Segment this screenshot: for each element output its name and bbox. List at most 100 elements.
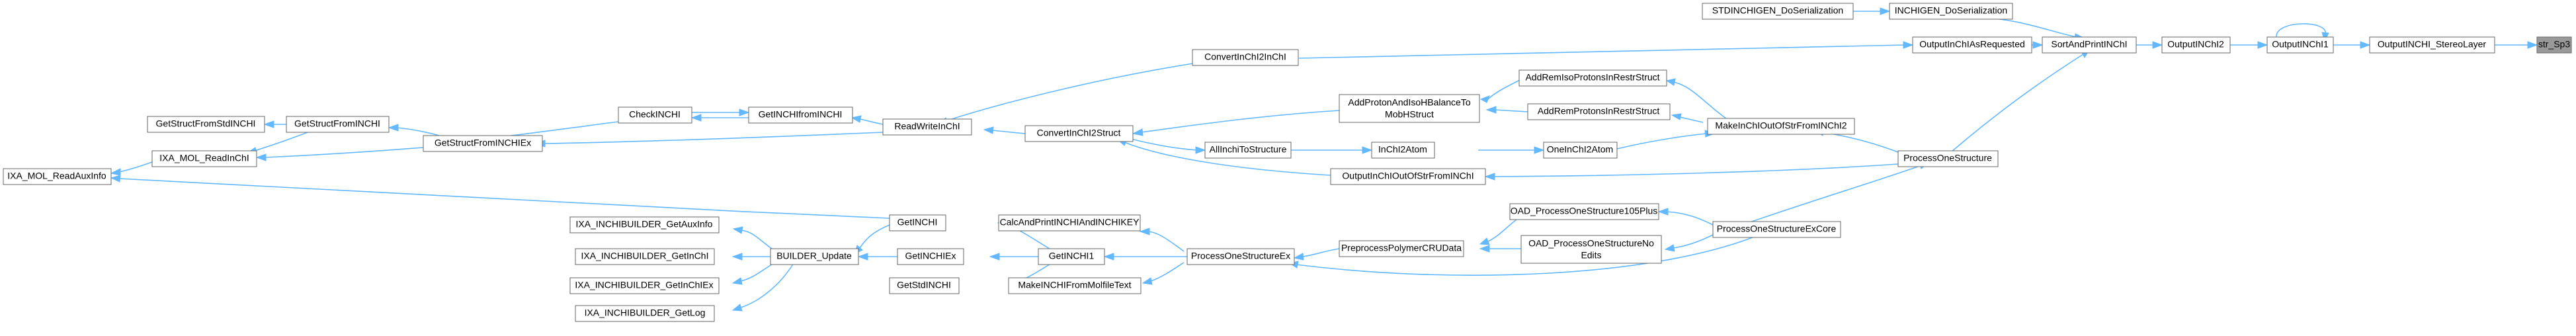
node-ixa-mol-readinchi[interactable]: IXA_MOL_ReadInChI [151, 150, 257, 167]
node-label: OutputInChIOutOfStrFromINChI [1342, 171, 1474, 181]
node-stdinchigen-doserialization[interactable]: STDINCHIGEN_DoSerialization [1702, 3, 1854, 20]
node-processonestructureex[interactable]: ProcessOneStructureEx [1186, 248, 1295, 265]
node-oad-processonestructurenoedits[interactable]: OAD_ProcessOneStructureNo Edits [1520, 235, 1662, 264]
edge-oneinchi2atom-to-makeinchioutofstrfrominchi2 [1616, 130, 1716, 149]
node-label: GetINCHIfromINCHI [759, 109, 843, 120]
node-sortandprintinchi[interactable]: SortAndPrintINChI [2042, 36, 2137, 54]
node-ixa-inchibuilder-getinchiex[interactable]: IXA_INCHIBUILDER_GetInChIEx [569, 277, 720, 294]
node-label: str_Sp3 [2538, 39, 2570, 50]
node-label: GetINCHI [897, 217, 938, 228]
edge-outputinchi1-to-outputinchi-stereolayer [2333, 41, 2371, 49]
node-label: AddRemProtonsInRestrStruct [1538, 106, 1660, 116]
node-inchi2atom[interactable]: InChI2Atom [1371, 142, 1435, 159]
node-label: BUILDER_Update [776, 251, 852, 261]
node-label: GetStdINCHI [897, 280, 951, 290]
node-getstructfrominchi[interactable]: GetStructFromINCHI [286, 116, 390, 133]
node-getinchi1[interactable]: GetINCHI1 [1038, 248, 1105, 265]
node-label: ProcessOneStructure [1903, 153, 1992, 163]
node-label: IXA_MOL_ReadInChI [159, 153, 249, 163]
edge-stdinchigen-doserialization-to-inchigen-doserialization [1853, 7, 1891, 15]
node-label: ProcessOneStructureExCore [1717, 224, 1837, 234]
node-label: MakeInChIOutOfStrFromINChI2 [1715, 120, 1847, 131]
node-addremisoprotonsinrestrstruct[interactable]: AddRemIsoProtonsInRestrStruct [1518, 69, 1667, 87]
node-getinchiex[interactable]: GetINCHIEx [897, 248, 964, 265]
node-outputinchi2[interactable]: OutputINChI2 [2161, 36, 2231, 54]
node-label: GetINCHI1 [1049, 251, 1095, 261]
node-label: GetINCHIEx [905, 251, 956, 261]
node-label: OutputINChI1 [2272, 39, 2329, 50]
edge-convertinchi2inchi-to-readwriteinchi [938, 62, 1198, 125]
node-label: OAD_ProcessOneStructure105Plus [1511, 206, 1658, 216]
node-label: AllInchiToStructure [1210, 144, 1287, 155]
node-preprocesspolymercrudata[interactable]: PreprocessPolymerCRUData [1339, 240, 1464, 257]
node-inchigen-doserialization[interactable]: INCHIGEN_DoSerialization [1889, 3, 2013, 20]
node-getstructfrominchiex[interactable]: GetStructFromINCHIEx [423, 135, 543, 152]
edge-builder-update-to-ixa-inchibuilder-getinchiex [731, 263, 774, 285]
edge-convertinchi2struct-to-allinchitostructure [1130, 138, 1206, 154]
node-allinchitostructure[interactable]: AllInchiToStructure [1204, 142, 1292, 159]
node-addprotonandisohbalancetomobhstruct[interactable]: AddProtonAndIsoHBalanceTo MobHStruct [1339, 94, 1480, 123]
edge-convertinchi2struct-to-readwriteinchi [983, 126, 1026, 134]
edge-getinchifrominchi-to-checkinchi [690, 114, 749, 122]
node-outputinchioutofstrfrominchi[interactable]: OutputInChIOutOfStrFromINChI [1330, 168, 1486, 185]
edge-getstructfrominchi-to-getstructfromstdinchi [263, 120, 286, 128]
node-label: MobHStruct [1385, 109, 1434, 120]
edge-processonestructureex-to-makeinchifrommolfiletext [1142, 262, 1184, 285]
node-outputinchiasrequested[interactable]: OutputInChIAsRequested [1912, 36, 2032, 54]
edge-processonestructure-to-sortandprintinchi [1950, 50, 2089, 153]
edge-addprotonandisohbalancetomobhstruct-to-convertinchi2struct [1132, 110, 1340, 136]
edge-processonestructureex-to-getinchi1 [1103, 253, 1187, 261]
node-convertinchi2inchi[interactable]: ConvertInChI2InChI [1192, 49, 1299, 66]
node-label: ReadWriteInChI [894, 121, 960, 132]
node-label: OutputINCHI_StereoLayer [2378, 39, 2487, 50]
graph-nodes: STDINCHIGEN_DoSerialization INCHIGEN_DoS… [3, 3, 2572, 322]
node-makeinchifrommolfiletext[interactable]: MakeINCHIFromMolfileText [1008, 277, 1142, 294]
node-label: ConvertInChI2InChI [1204, 52, 1286, 62]
node-label: IXA_MOL_ReadAuxInfo [7, 171, 106, 181]
edge-addremprotonsinrestrstruct-to-addprotonandisohbalancetomobhstruct [1485, 106, 1528, 114]
node-convertinchi2struct[interactable]: ConvertInChI2Struct [1024, 125, 1134, 142]
node-oad-processonestructure105plus[interactable]: OAD_ProcessOneStructure105Plus [1509, 203, 1659, 220]
edge-outputinchi-stereolayer-to-str-sp3 [2495, 41, 2538, 49]
node-readwriteinchi[interactable]: ReadWriteInChI [882, 118, 972, 136]
node-outputinchi1[interactable]: OutputINChI1 [2266, 36, 2334, 54]
node-getstructfromstdinchi[interactable]: GetStructFromStdINCHI [147, 116, 265, 133]
node-addremprotonsinrestrstruct[interactable]: AddRemProtonsInRestrStruct [1527, 103, 1671, 120]
node-builder-update[interactable]: BUILDER_Update [770, 248, 859, 265]
node-ixa-inchibuilder-getauxinfo[interactable]: IXA_INCHIBUILDER_GetAuxInfo [569, 216, 720, 233]
edge-makeinchioutofstrfrominchi2-to-addremisoprotonsinrestrstruct [1665, 78, 1733, 124]
edge-getinchi-to-builder-update [854, 223, 893, 255]
node-processonestructureexcore[interactable]: ProcessOneStructureExCore [1712, 221, 1841, 238]
node-checkinchi[interactable]: CheckINCHI [618, 106, 692, 124]
edge-allinchitostructure-to-inchi2atom [1291, 146, 1373, 154]
node-getstdinchi[interactable]: GetStdINCHI [889, 277, 960, 294]
node-ixa-inchibuilder-getlog[interactable]: IXA_INCHIBUILDER_GetLog [575, 305, 715, 322]
node-label: GetStructFromStdINCHI [156, 118, 256, 129]
edge-convertinchi2inchi-to-outputinchiasrequested [1298, 41, 1914, 59]
node-str-sp3[interactable]: str_Sp3 [2536, 36, 2572, 54]
edge-sortandprintinchi-to-outputinchi2 [2136, 41, 2163, 49]
edge-getinchiex-to-builder-update [857, 253, 897, 261]
node-ixa-inchibuilder-getinchi[interactable]: IXA_INCHIBUILDER_GetInChI [575, 248, 715, 265]
node-ixa-mol-readauxinfo[interactable]: IXA_MOL_ReadAuxInfo [3, 168, 112, 185]
node-label: IXA_INCHIBUILDER_GetInChI [581, 251, 709, 261]
node-getinchifrominchi[interactable]: GetINCHIfromINCHI [748, 106, 853, 124]
node-calcandprintinchiandinchikey[interactable]: CalcAndPrintINCHIAndINCHIKEY [998, 214, 1141, 231]
node-makeinchioutofstrfrominchi2[interactable]: MakeInChIOutOfStrFromINChI2 [1707, 118, 1855, 135]
node-getinchi[interactable]: GetINCHI [889, 214, 946, 231]
node-label: OutputINChI2 [2167, 39, 2224, 50]
node-label: Edits [1581, 250, 1601, 261]
edge-inchi2atom-to-oneinchi2atom [1478, 146, 1545, 154]
node-oneinchi2atom[interactable]: OneInChI2Atom [1543, 142, 1618, 159]
node-label: STDINCHIGEN_DoSerialization [1712, 5, 1843, 16]
node-label: OutputInChIAsRequested [1919, 39, 2025, 50]
node-processonestructure[interactable]: ProcessOneStructure [1897, 150, 1999, 167]
node-outputinchi-stereolayer[interactable]: OutputINCHI_StereoLayer [2369, 36, 2495, 54]
edge-makeinchioutofstrfrominchi2-to-addremprotonsinrestrstruct [1671, 113, 1704, 123]
node-label: OAD_ProcessOneStructureNo [1528, 238, 1654, 249]
node-label: AddProtonAndIsoHBalanceTo [1348, 97, 1470, 108]
edge-checkinchi-to-getinchifrominchi [692, 108, 750, 116]
edge-outputinchi2-to-outputinchi1 [2230, 41, 2268, 49]
edge-processonestructureexcore-to-oad-processonestructure105plus [1657, 208, 1714, 226]
